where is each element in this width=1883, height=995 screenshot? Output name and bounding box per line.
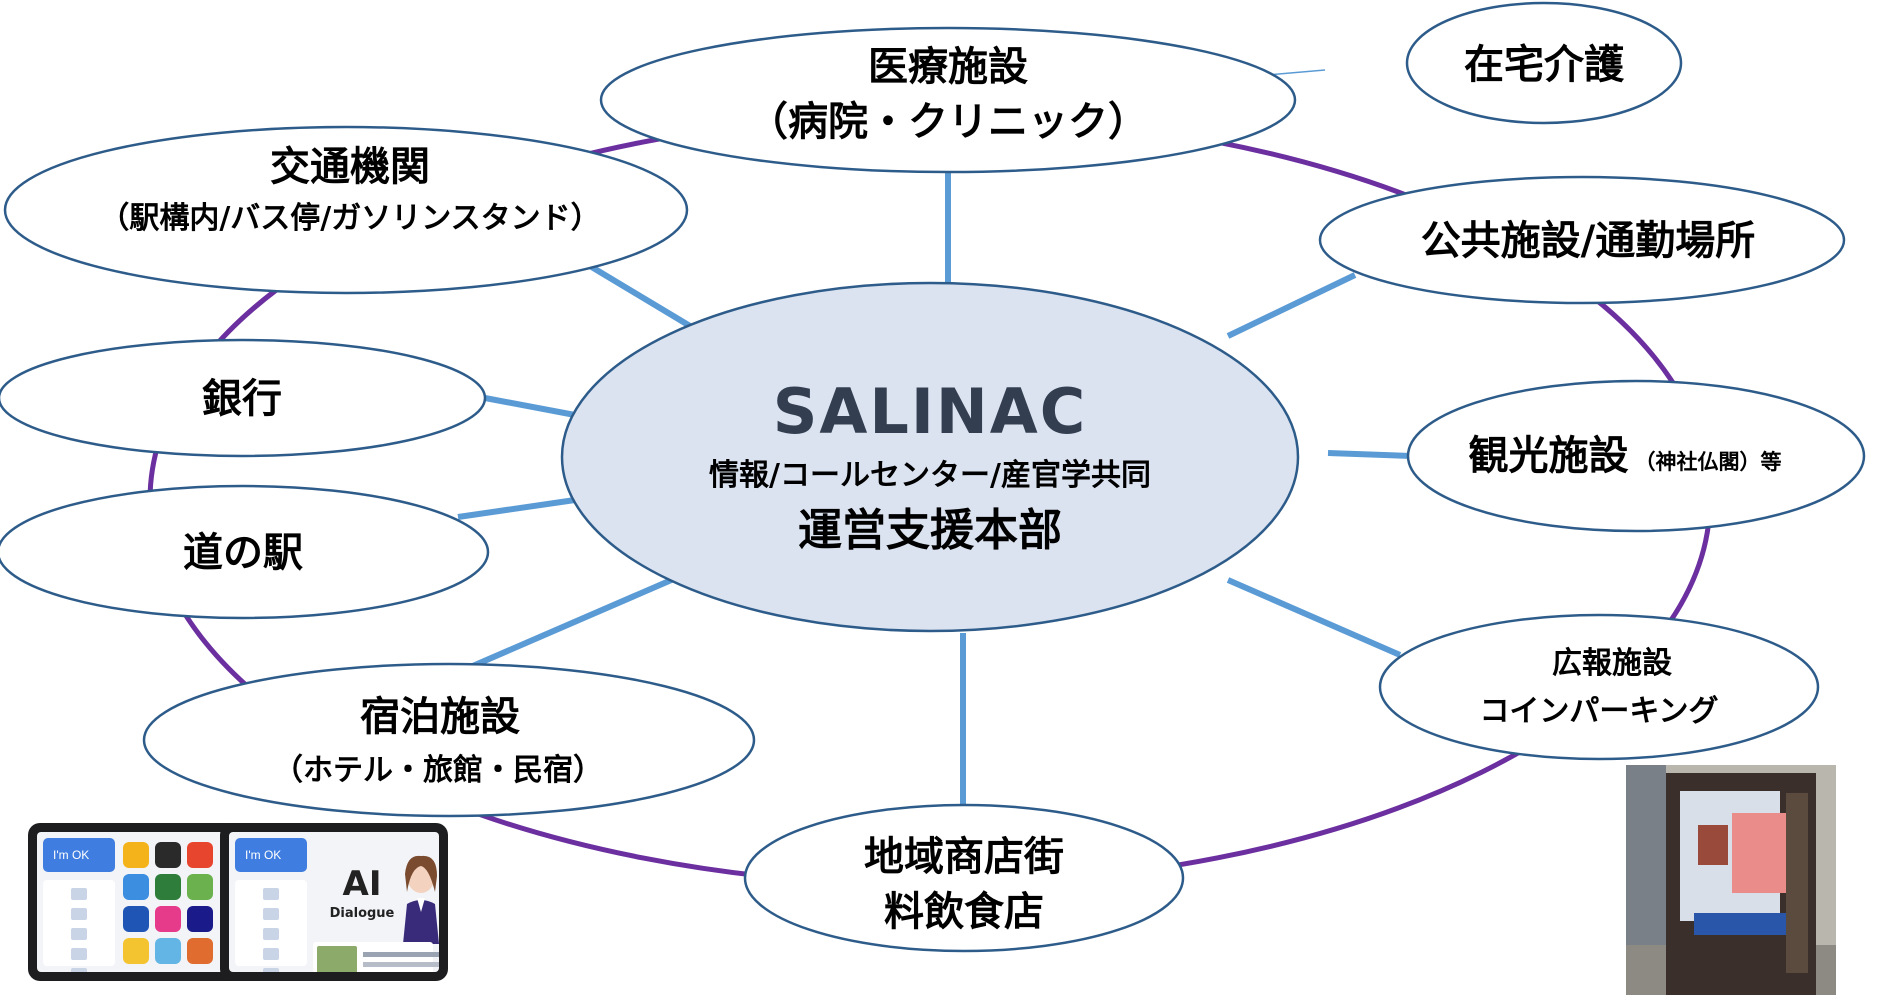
node-transport-sub: （駅構内/バス停/ガソリンスタンド） — [99, 201, 600, 236]
ai-logo-sub: Dialogue — [329, 906, 395, 921]
node-transport-title: 交通機関 — [270, 144, 430, 190]
tablet-photo-left: I'm OK — [28, 823, 250, 981]
node-bank-title: 銀行 — [202, 376, 282, 422]
tablet-news-card — [313, 942, 439, 972]
spoke-tourism — [1327, 450, 1413, 459]
spoke-public — [1226, 272, 1357, 339]
node-roadside — [0, 484, 490, 620]
ai-dialogue-logo: AI Dialogue — [324, 864, 400, 934]
tablet-right-screen: I'm OK AI Dialogue — [229, 832, 439, 972]
hub-main-label: 運営支援本部 — [798, 505, 1062, 556]
hub-title: SALINAC — [773, 375, 1088, 448]
spoke-bank — [484, 395, 576, 418]
hub-ellipse — [560, 281, 1300, 633]
node-tourism — [1406, 379, 1866, 533]
node-lodging-sub: （ホテル・旅館・民宿） — [273, 753, 603, 788]
node-tourism-label: 観光施設（神社仏閣）等 — [1469, 433, 1782, 479]
node-shopping-title: 地域商店街 — [864, 834, 1064, 880]
node-pr — [1378, 613, 1820, 761]
node-bank — [0, 338, 487, 458]
spoke-lodging — [443, 575, 678, 681]
spoke-roadside — [457, 497, 576, 520]
ok-badge-right: I'm OK — [235, 838, 307, 872]
spoke-transport — [583, 260, 692, 329]
node-shopping — [743, 803, 1185, 953]
tablet-right-menu — [235, 880, 307, 972]
node-pr-sub: コインパーキング — [1479, 694, 1718, 729]
node-lodging-title: 宿泊施設 — [360, 694, 520, 740]
node-shopping-sub: 料飲食店 — [884, 889, 1044, 935]
digital-signage-kiosk-photo — [1626, 765, 1836, 995]
node-medical-sub: （病院・クリニック） — [748, 99, 1148, 145]
node-transport — [3, 125, 689, 295]
hub-subtitle: 情報/コールセンター/産官学共同 — [709, 458, 1151, 493]
tablet-left-app-grid — [123, 842, 213, 964]
node-tourism-note: （神社仏閣）等 — [1635, 450, 1782, 474]
node-public-title: 公共施設/通勤場所 — [1421, 218, 1756, 264]
ai-logo-text: AI — [342, 864, 382, 904]
ai-avatar-image — [403, 855, 439, 944]
tablet-left-menu — [43, 880, 115, 972]
node-lodging — [142, 662, 756, 818]
tablet-left-screen: I'm OK — [37, 832, 241, 972]
node-public — [1318, 175, 1846, 305]
node-home-care — [1405, 1, 1683, 125]
node-roadside-title: 道の駅 — [183, 530, 303, 576]
ok-badge-left: I'm OK — [43, 838, 115, 872]
node-tourism-title: 観光施設 — [1469, 433, 1629, 479]
tablet-photo-right: I'm OK AI Dialogue — [220, 823, 448, 981]
node-medical-title: 医療施設 — [868, 44, 1028, 90]
node-medical — [599, 26, 1297, 174]
spoke-pr — [1226, 577, 1402, 658]
node-pr-title: 広報施設 — [1552, 646, 1672, 681]
node-home-care-title: 在宅介護 — [1464, 42, 1625, 88]
